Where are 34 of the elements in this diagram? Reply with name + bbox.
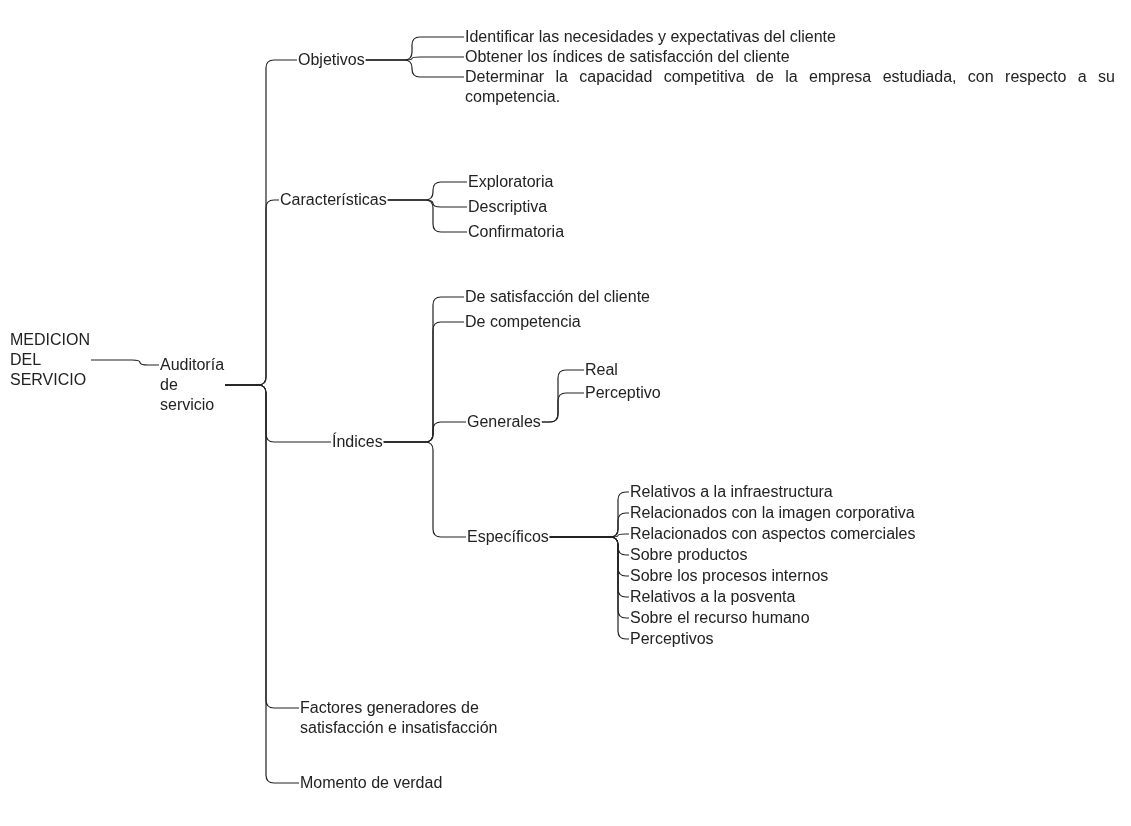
item-label: Momento de verdad: [300, 773, 443, 793]
brace-connector: [224, 384, 300, 784]
item-label: Determinar la capacidad competitiva de la empresa estudiada, con respecto a su competencia.: [465, 67, 1115, 107]
item-label: Exploratoria: [468, 172, 554, 192]
item-label: Perceptivo: [585, 383, 661, 403]
brace-connector: [549, 536, 630, 640]
item-label: Identificar las necesidades y expectativas del cliente: [465, 27, 836, 47]
term-label: Características: [280, 190, 387, 210]
term-label: Generales: [467, 412, 541, 432]
heading-label: MEDICION DEL SERVICIO: [10, 330, 90, 390]
item-label: Relativos a la posventa: [630, 587, 796, 607]
item-label: Sobre productos: [630, 545, 748, 565]
term-label: Auditoría de servicio: [160, 355, 225, 415]
brace-connector: [541, 392, 585, 423]
item-label: Real: [585, 360, 618, 380]
item-label: Relacionados con aspectos comerciales: [630, 524, 916, 544]
brace-connector: [365, 59, 465, 78]
item-label: Perceptivos: [630, 629, 714, 649]
item-label: De satisfacción del cliente: [465, 287, 650, 307]
item-label: Confirmatoria: [468, 222, 565, 242]
term-label: Objetivos: [298, 50, 365, 70]
item-label: Descriptiva: [468, 197, 548, 217]
item-label: Relacionados con la imagen corporativa: [630, 503, 915, 523]
item-label: Factores generadores de satisfacción e insatisfacción: [300, 698, 565, 738]
item-label: Obtener los índices de satisfacción del cliente: [465, 47, 790, 67]
brace-connector: [383, 441, 467, 538]
brace-connector: [90, 359, 160, 366]
item-label: De competencia: [465, 312, 581, 332]
term-label: Específicos: [467, 527, 549, 547]
item-label: Sobre el recurso humano: [630, 608, 810, 628]
term-label: Índices: [332, 432, 383, 452]
item-label: Sobre los procesos internos: [630, 566, 829, 586]
brace-connector: [387, 199, 468, 233]
item-label: Relativos a la infraestructura: [630, 482, 833, 502]
